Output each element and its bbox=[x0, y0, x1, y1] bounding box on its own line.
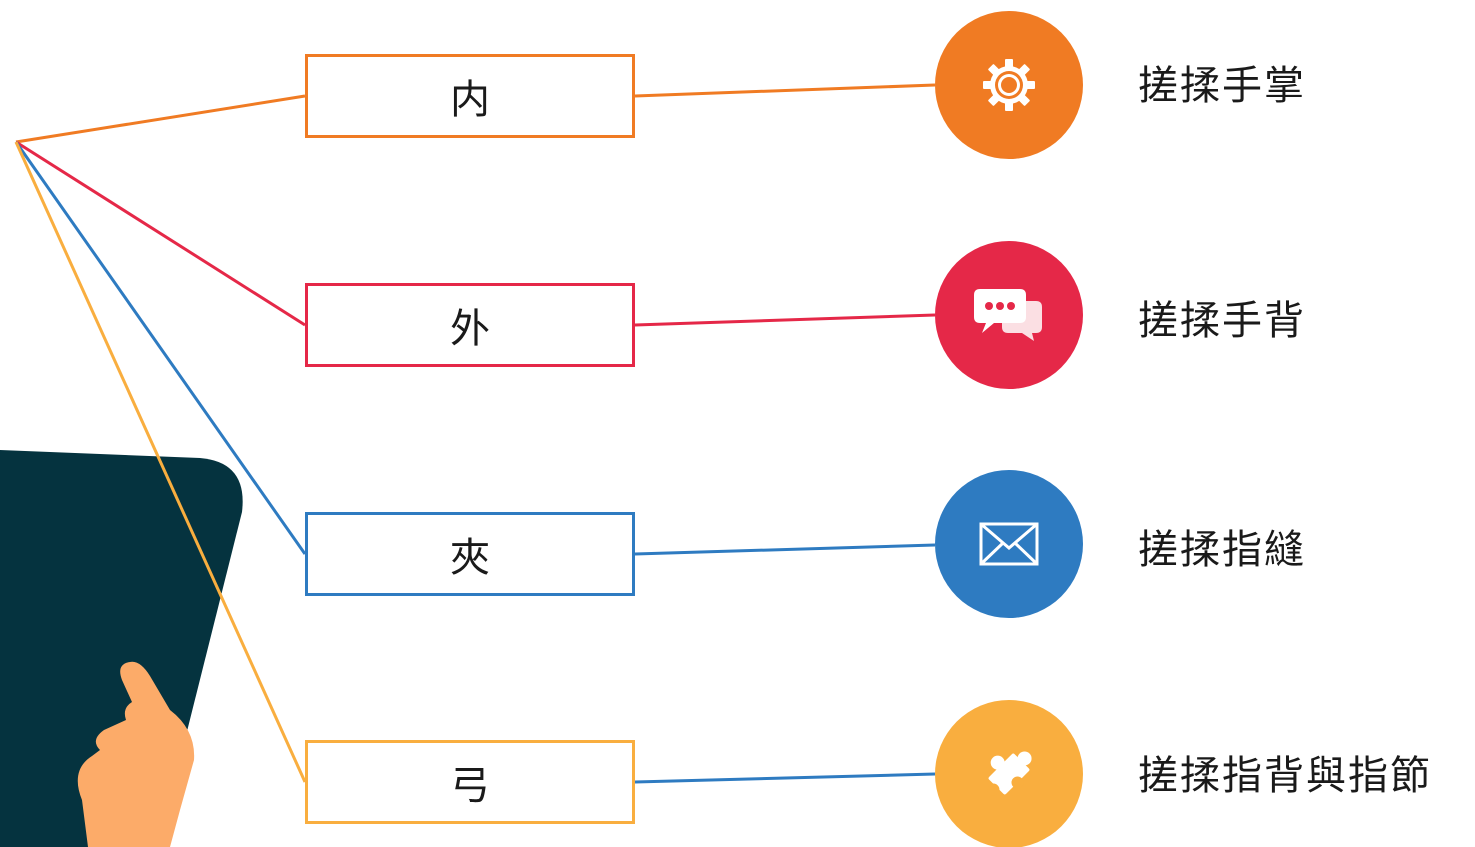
hand-shape bbox=[77, 661, 195, 847]
link-line-3 bbox=[634, 543, 936, 556]
label-text-2: 外 bbox=[450, 306, 490, 352]
description-3: 搓揉指縫 bbox=[1138, 527, 1306, 573]
label-text-4: 弓 bbox=[450, 763, 490, 809]
label-text-3: 夾 bbox=[450, 535, 490, 581]
fan-line-4 bbox=[14, 141, 307, 783]
link-line-2 bbox=[634, 313, 936, 327]
puzzle-icon bbox=[987, 751, 1032, 796]
envelope-icon bbox=[979, 522, 1039, 566]
label-box-4: 弓 bbox=[305, 740, 635, 824]
link-line-4 bbox=[634, 772, 936, 784]
icon-circle-1 bbox=[935, 11, 1083, 159]
label-text-1: 内 bbox=[450, 77, 490, 123]
description-2: 搓揉手背 bbox=[1138, 298, 1306, 344]
label-box-2: 外 bbox=[305, 283, 635, 367]
fan-line-2 bbox=[15, 140, 306, 327]
link-line-1 bbox=[634, 83, 936, 98]
description-4: 搓揉指背與指節 bbox=[1138, 753, 1432, 799]
hand-holding-board-illustration bbox=[0, 450, 243, 847]
icon-circle-3 bbox=[935, 470, 1083, 618]
description-1: 搓揉手掌 bbox=[1138, 63, 1306, 109]
label-box-1: 内 bbox=[305, 54, 635, 138]
fan-line-1 bbox=[15, 94, 306, 144]
icon-circle-2 bbox=[935, 241, 1083, 389]
fan-line-3 bbox=[14, 141, 307, 555]
chat-bubbles-icon bbox=[974, 289, 1042, 341]
icon-circle-4 bbox=[935, 700, 1083, 847]
gear-icon bbox=[983, 59, 1035, 111]
label-box-3: 夾 bbox=[305, 512, 635, 596]
